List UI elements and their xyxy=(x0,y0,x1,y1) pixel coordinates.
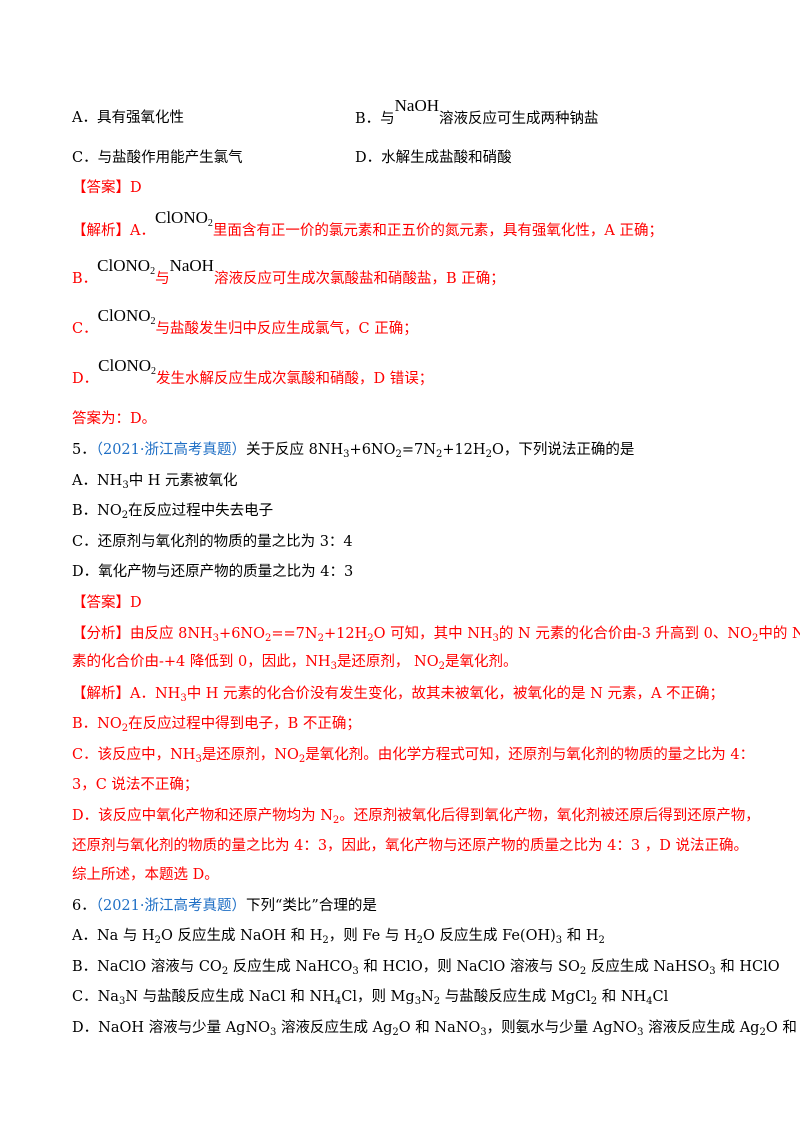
q5-explanation-a: 【解析】A．NH3中 H 元素的化合价没有发生变化，故其未被氧化，被氧化的是 N… xyxy=(72,686,725,704)
q4-explanation-b: B．ClONO2与NaOH溶液反应可生成次氯酸盐和硝酸盐，B 正确； xyxy=(72,256,505,287)
q4-answer: 【答案】D xyxy=(72,180,142,196)
q5-analysis-line2: 素的化合价由-+4 降低到 0，因此，NH3是还原剂， NO2是氧化剂。 xyxy=(72,654,518,672)
q6-option-a: A．Na 与 H2O 反应生成 NaOH 和 H2，则 Fe 与 H2O 反应生… xyxy=(72,928,605,946)
q5-explanation-c-line1: C．该反应中，NH3是还原剂，NO2是氧化剂。由化学方程式可知，还原剂与氧化剂的… xyxy=(72,747,755,765)
q4-explanation-a: 【解析】A．ClONO2里面含有正一价的氯元素和正五价的氮元素，具有强氧化性，A… xyxy=(72,208,663,239)
q5-explanation-d-line1: D．该反应中氧化产物和还原产物均为 N2。还原剂被氧化后得到氧化产物，氧化剂被还… xyxy=(72,808,760,826)
q5-stem: 5．（2021·浙江高考真题）关于反应 8NH3+6NO2=7N2+12H2O，… xyxy=(72,442,635,460)
q4-explanation-d: D．ClONO2发生水解反应生成次氯酸和硝酸，D 错误； xyxy=(72,356,434,387)
q6-option-d: D．NaOH 溶液与少量 AgNO3 溶液反应生成 Ag2O 和 NaNO3，则… xyxy=(72,1020,797,1038)
q5-explanation-d-line2: 还原剂与氧化剂的物质的量之比为 4：3，因此，氧化产物与还原产物的质量之比为 4… xyxy=(72,838,748,854)
q5-option-b: B．NO2在反应过程中失去电子 xyxy=(72,503,274,521)
q5-answer: 【答案】D xyxy=(72,595,142,611)
q5-option-c: C．还原剂与氧化剂的物质的量之比为 3：4 xyxy=(72,534,353,550)
q4-final-answer: 答案为：D。 xyxy=(72,411,157,427)
q6-option-c: C．Na3N 与盐酸反应生成 NaCl 和 NH4Cl，则 Mg3N2 与盐酸反… xyxy=(72,989,669,1007)
q5-explanation-b: B．NO2在反应过程中得到电子，B 不正确； xyxy=(72,716,361,734)
q6-option-b: B．NaClO 溶液与 CO2 反应生成 NaHCO3 和 HClO，则 NaC… xyxy=(72,959,780,977)
option-d: D．水解生成盐酸和硝酸 xyxy=(355,150,512,166)
q6-stem: 6．（2021·浙江高考真题）下列“类比”合理的是 xyxy=(72,898,377,914)
option-a: A．具有强氧化性 xyxy=(72,110,184,126)
option-c: C．与盐酸作用能产生氯气 xyxy=(72,150,243,166)
q5-analysis-line1: 【分析】由反应 8NH3+6NO2==7N2+12H2O 可知，其中 NH3的 … xyxy=(72,626,800,644)
q5-explanation-c-line2: 3，C 说法不正确； xyxy=(72,777,199,793)
q5-option-d: D．氧化产物与还原产物的质量之比为 4：3 xyxy=(72,564,354,580)
option-b: B．与NaOH溶液反应可生成两种钠盐 xyxy=(355,96,599,127)
q5-explanation-d-line3: 综上所述，本题选 D。 xyxy=(72,867,219,883)
q4-explanation-c: C．ClONO2与盐酸发生归中反应生成氯气，C 正确； xyxy=(72,306,418,337)
q5-option-a: A．NH3中 H 元素被氧化 xyxy=(72,473,238,491)
